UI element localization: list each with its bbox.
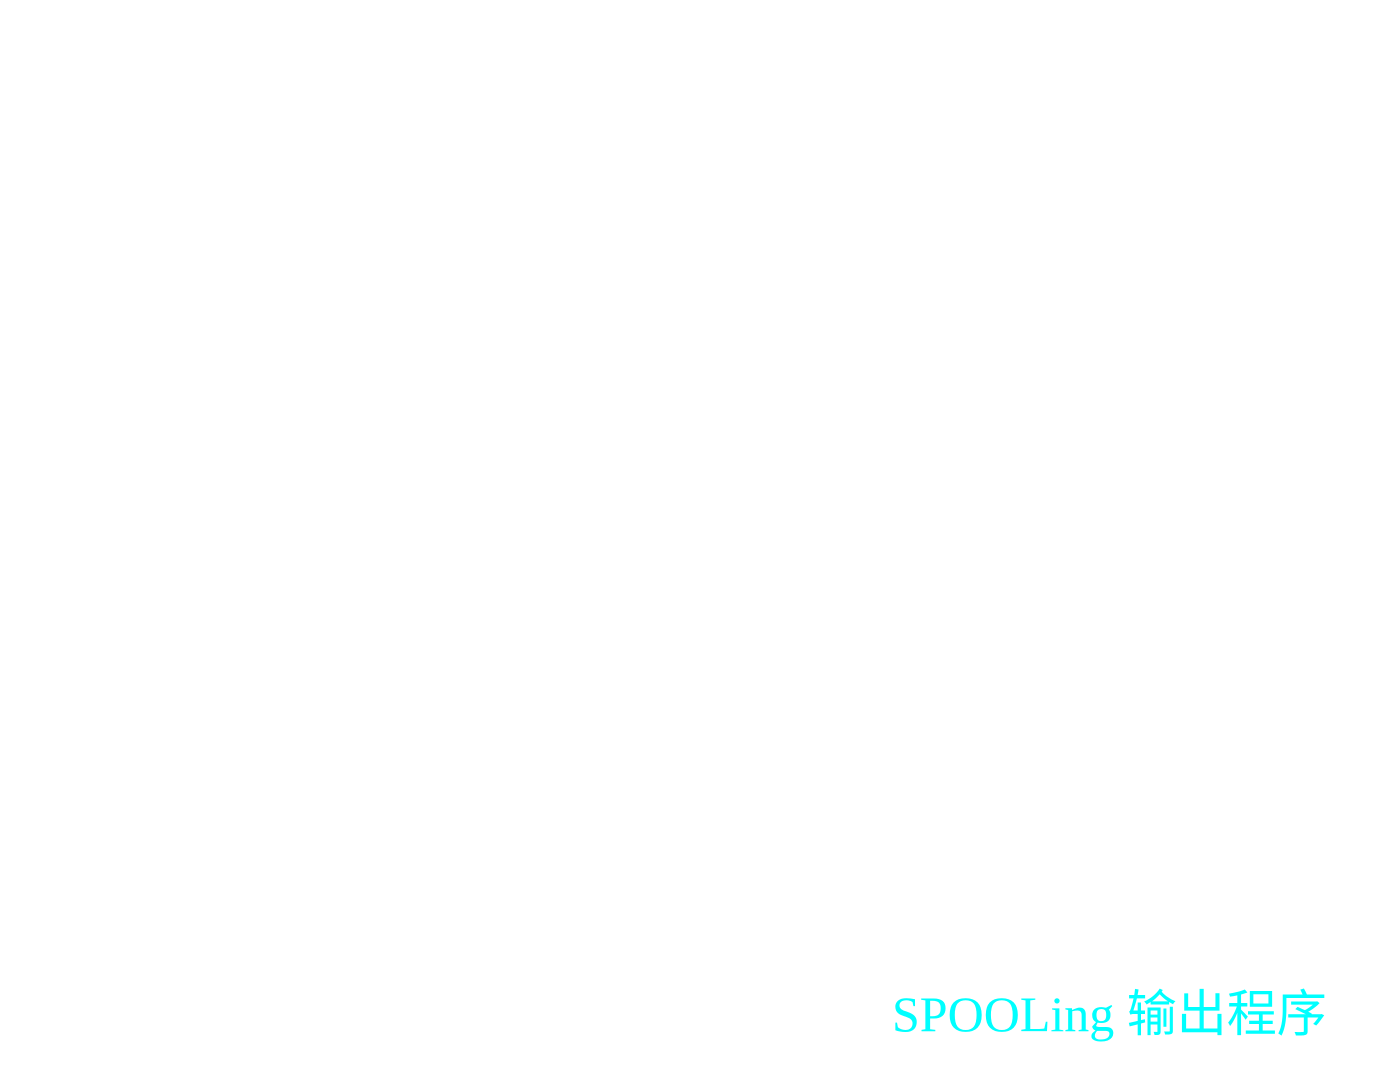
diagram-caption: SPOOLing 输出程序 bbox=[892, 986, 1327, 1042]
